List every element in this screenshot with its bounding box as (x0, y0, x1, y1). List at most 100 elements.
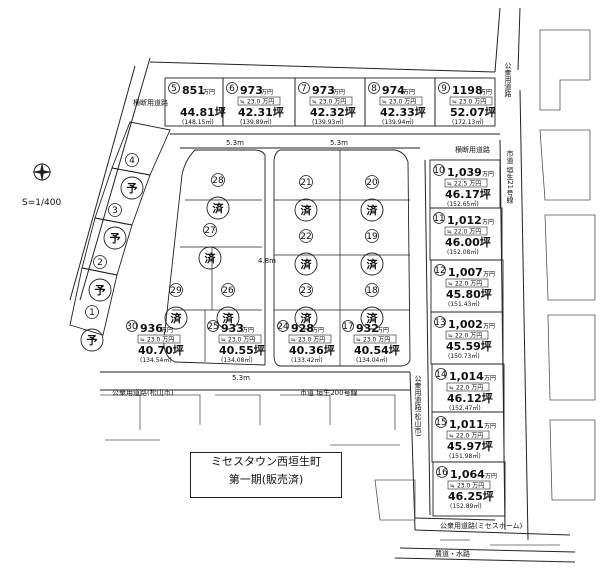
lot-area-tsubo: 40.54坪 (354, 344, 400, 357)
lot-number: 16 (436, 468, 448, 478)
status-circle (120, 176, 144, 200)
lot-price-unit: 万円 (161, 327, 173, 334)
lot-area-tsubo: 46.25坪 (448, 490, 494, 503)
lot-number-circle (435, 368, 447, 380)
lot-number-circle (435, 416, 447, 428)
lot-price[interactable]: 973 (312, 84, 335, 97)
lot-number: 13 (434, 318, 445, 328)
lot-number: 30 (126, 322, 138, 332)
title-line-2: 第一期(販売済) (228, 473, 304, 486)
lot-area-tsubo: 45.97坪 (447, 440, 493, 453)
lot-price-unit: 万円 (242, 327, 254, 334)
lot-badge-box (445, 330, 489, 340)
lot-price[interactable]: 928 (291, 322, 314, 335)
lot-number: 23 (300, 286, 311, 296)
lot-unit-price: ≒ 23.0 万円 (312, 99, 346, 106)
lot-status[interactable]: 済 (223, 311, 235, 325)
lot-status[interactable]: 済 (301, 311, 313, 325)
road-width-b: 5.3m (330, 139, 348, 147)
lot-price[interactable]: 1,012 (447, 214, 482, 227)
lot-number: 14 (435, 370, 447, 380)
lot-unit-price: ≒ 23.0 万円 (452, 99, 486, 106)
lot-status[interactable]: 済 (367, 311, 379, 325)
lot-status[interactable]: 予 (110, 232, 121, 245)
lot-status[interactable]: 予 (127, 182, 138, 195)
lot-price[interactable]: 1,039 (447, 166, 482, 179)
lot-number: 20 (366, 178, 378, 188)
lot-number: 25 (207, 322, 218, 332)
lot-number: 3 (112, 206, 118, 216)
lot-area-sqm: (139.93㎡) (312, 118, 344, 126)
lot-price[interactable]: 1,002 (448, 318, 483, 331)
lot-status[interactable]: 済 (213, 201, 225, 215)
lot-price-unit: 万円 (333, 89, 345, 96)
lot-badge-box (444, 178, 488, 188)
lot-price-unit: 万円 (377, 327, 389, 334)
lot-number: 4 (129, 156, 135, 166)
lot-number-circle (108, 203, 122, 217)
lot-number-circle (221, 283, 235, 297)
lot-status[interactable]: 済 (205, 251, 217, 265)
lot-price[interactable]: 1,064 (450, 468, 485, 481)
lot-area-tsubo: 40.70坪 (138, 344, 184, 357)
status-circle (360, 252, 384, 276)
lot-number: 29 (170, 286, 182, 296)
lot-price-unit: 万円 (483, 323, 495, 330)
lot-price-unit: 万円 (312, 327, 324, 334)
status-circle (164, 306, 188, 330)
lot-area-sqm: (134.08㎡) (221, 356, 253, 364)
lot-price[interactable]: 1,014 (449, 370, 484, 383)
road-width-d: 5.3m (232, 374, 250, 382)
lot-area-tsubo: 40.55坪 (219, 344, 265, 357)
lot-price-unit: 万円 (482, 219, 494, 226)
road-label-public-right: 公衆用道路(松山市) (414, 375, 422, 437)
lot-number-circle (434, 316, 446, 328)
lot-status[interactable]: 済 (301, 257, 313, 271)
lot-price[interactable]: 851 (182, 84, 205, 97)
status-circle (80, 328, 104, 352)
status-circle (360, 198, 384, 222)
lot-number: 7 (301, 84, 307, 94)
status-circle (216, 306, 240, 330)
lot-price-unit: 万円 (203, 89, 215, 96)
lot-number-circle (207, 320, 219, 332)
lot-status[interactable]: 済 (367, 203, 379, 217)
lot-price-unit: 万円 (482, 171, 494, 178)
lot-price[interactable]: 1198 (452, 84, 483, 97)
lot-status[interactable]: 済 (367, 257, 379, 271)
lot-badge-box (137, 334, 181, 344)
road-label-farm: 農道・水路 (435, 549, 470, 558)
lot-area-sqm: (134.04㎡) (356, 356, 388, 364)
lot-badge-box (218, 334, 262, 344)
lot-status[interactable]: 予 (95, 284, 106, 297)
lot-area-tsubo: 45.80坪 (446, 288, 492, 301)
lot-number: 5 (171, 84, 177, 94)
lot-unit-price: ≒ 23.0 万円 (221, 337, 255, 344)
lot-price[interactable]: 1,011 (449, 418, 484, 431)
lot-number: 26 (222, 286, 234, 296)
lot-price-unit: 万円 (484, 423, 496, 430)
top-lots (164, 77, 496, 127)
status-circle (198, 246, 222, 270)
lot-unit-price: ≒ 22.0 万円 (448, 333, 482, 340)
status-circle (294, 198, 318, 222)
road-label-city: 市道 垣生200号線 (300, 388, 358, 397)
lot-number-circle (211, 173, 225, 187)
lot-price[interactable]: 936 (140, 322, 163, 335)
lot-number: 6 (229, 84, 235, 94)
lot-number: 8 (371, 84, 377, 94)
lot-badge-box (288, 334, 332, 344)
lot-status[interactable]: 済 (301, 203, 313, 217)
lot-badge-box (449, 96, 493, 106)
lot-price-unit: 万円 (261, 89, 273, 96)
road-lines (69, 7, 576, 563)
lot-number: 1 (89, 308, 95, 318)
lot-status[interactable]: 済 (171, 311, 183, 325)
road-width-c: 4.8m (258, 257, 276, 265)
lot-status[interactable]: 予 (87, 334, 98, 347)
lot-price[interactable]: 973 (240, 84, 263, 97)
inner-roads (163, 133, 500, 367)
lot-price[interactable]: 1,007 (448, 266, 483, 279)
block-left-dividers (172, 199, 262, 362)
lot-price[interactable]: 974 (382, 84, 405, 97)
